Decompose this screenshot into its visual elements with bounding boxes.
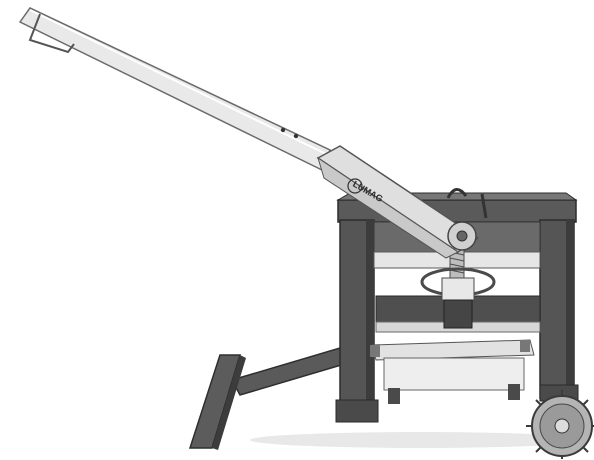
ground-shadow <box>250 432 590 448</box>
lever-handle: LUMAG <box>18 7 488 259</box>
support-leg <box>188 344 360 450</box>
transport-wheel <box>526 390 594 459</box>
upper-blade-assembly <box>373 239 541 333</box>
work-table <box>370 339 535 404</box>
